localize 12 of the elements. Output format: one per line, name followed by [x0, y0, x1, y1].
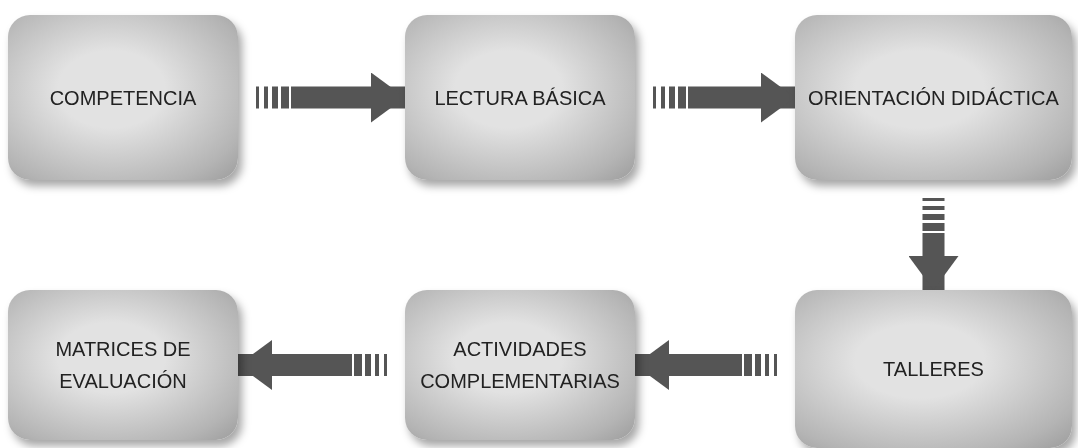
process-box — [405, 290, 635, 440]
process-box — [795, 290, 1072, 448]
box-label: ORIENTACIÓN DIDÁCTICA — [807, 85, 1060, 111]
process-box — [795, 15, 1072, 180]
box-label: COMPETENCIA — [48, 85, 198, 111]
process-box — [405, 15, 635, 180]
box-label: TALLERES — [882, 357, 985, 382]
process-box — [8, 290, 238, 440]
box-label: ACTIVIDADES COMPLEMENTARIAS — [419, 337, 621, 394]
box-label: MATRICES DE EVALUACIÓN — [54, 337, 192, 394]
box-label: LECTURA BÁSICA — [433, 85, 607, 111]
process-box — [8, 15, 238, 180]
